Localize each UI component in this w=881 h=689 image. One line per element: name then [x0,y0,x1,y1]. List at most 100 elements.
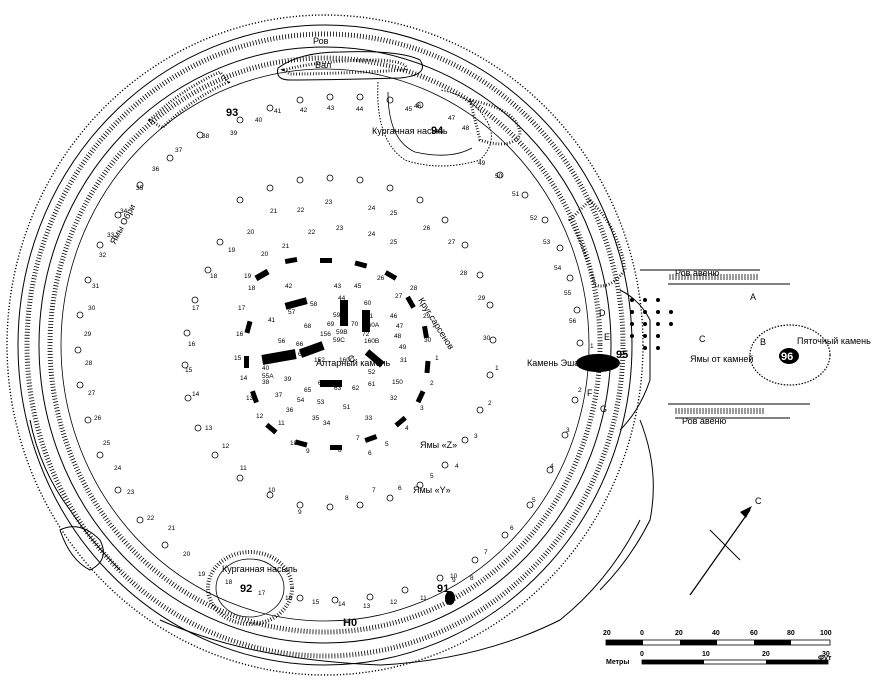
trilithon-number: 53 [317,399,325,406]
letter-c-north: C [348,354,355,364]
ditch-label: Ров [313,36,329,46]
bluestone-number: 2 [430,380,434,387]
bluestone-number: 15 [234,355,242,362]
bluestone-number: 49 [399,344,407,351]
map-labels: Ров Вал Курганная насыпь Курганная насып… [108,36,871,574]
aubrey-number: 51 [512,191,520,198]
letter-d: D [599,308,606,318]
letter-a: A [750,292,756,302]
bluestone-number: 35 [312,415,320,422]
letter-e: E [604,332,610,342]
aubrey-number: 28 [85,360,93,367]
bluestone-number: 10 [290,440,298,447]
trilithon-number: 64 [318,380,326,387]
y-hole-number: 11 [240,465,247,472]
letter-c: C [699,334,706,344]
y-hole-number: 12 [222,443,230,450]
station-h0: H0 [343,617,357,629]
slaughter-stone-label: Камень Эшафот [527,358,596,368]
trilithon-number: 52 [368,369,376,376]
bluestone-number: 33 [365,415,373,422]
bluestone-number: 19 [244,273,252,280]
y-hole-number: 23 [325,199,333,206]
aubrey-number: 7 [484,549,488,556]
trilithon-number: 71 [366,313,374,320]
avenue-ditch-south-label: Ров авеню [682,416,727,426]
y-hole-number: 14 [192,391,200,398]
aubrey-number: 12 [390,599,398,606]
feet-tick: 80 [787,630,795,637]
trilithon-number: 67 [298,351,306,358]
feet-tick: 0 [640,630,644,637]
heel-stone-label: Пяточный камень [797,336,871,346]
trilithon-number: 57 [288,309,296,316]
station-94: 94 [431,125,444,137]
bluestone-number: 28 [410,285,418,292]
barrow-south-label: Курганная насыпь [222,564,298,574]
trilithon-number: 160C [339,357,355,364]
bluestone-number: 6 [368,450,372,457]
aubrey-number: 6 [510,525,514,532]
y-hole-number: 24 [368,205,376,212]
trilithon-number: 63 [334,385,342,392]
bluestone-number: 25 [390,239,398,246]
aubrey-number: 5 [532,497,536,504]
trilithon-number: 156 [320,331,331,338]
aubrey-number: 4 [550,463,554,470]
y-hole-number: 6 [398,485,402,492]
aubrey-number: 21 [168,525,176,532]
trilithon-numbers: 51 52 53 54 55A 56 57 58 59A 59B 59C 60 … [262,300,403,411]
aubrey-number: 1 [590,343,594,350]
station-numbers: 93 94 95 96 91 92 H0 [226,107,793,629]
feet-tick: 20 [675,630,683,637]
bluestone-number: 21 [282,243,290,250]
aubrey-number: 29 [84,331,92,338]
slaughter-stone-shape [576,354,620,372]
aubrey-number: 23 [127,489,135,496]
y-hole-number: 8 [345,495,349,502]
aubrey-number: 3 [566,427,570,434]
y-hole-number: 5 [430,473,434,480]
feet-tick: 20 [603,630,611,637]
aubrey-number: 26 [94,415,102,422]
aubrey-number: 24 [114,465,122,472]
aubrey-number: 36 [152,166,160,173]
bluestone-number: 3 [420,405,424,412]
bluestone-number: 29 [423,313,431,320]
letter-g: G [600,404,607,414]
avenue-stone-holes [630,298,673,350]
avenue-ditch-north-label: Ров авеню [675,268,720,278]
hole-markers [74,93,584,604]
aubrey-number: 34 [120,208,128,215]
station-92: 92 [240,583,252,595]
station-91: 91 [437,583,449,595]
aubrey-number: 40 [255,117,263,124]
altar-stone-label: Алтарный камень [316,358,391,368]
aubrey-number: 20 [183,551,191,558]
aubrey-numbers: 1 2 3 4 5 6 7 8 9 10 11 12 13 14 15 16 1… [84,103,594,610]
bluestone-number: 36 [286,407,294,414]
trilithon-number: 65 [304,387,312,394]
bluestone-number: 4 [405,425,409,432]
y-hole-number: 1 [495,365,499,372]
aubrey-number: 32 [99,252,107,259]
trilithon-number: 59B [336,329,348,336]
aubrey-number: 8 [470,575,474,582]
station-96: 96 [781,351,793,363]
bluestone-number: 1 [435,355,439,362]
bluestone-number: 13 [246,395,254,402]
bluestone-number: 17 [238,305,246,312]
trilithon-number: 59A [333,312,345,319]
aubrey-number: 49 [478,160,486,167]
letter-b: B [760,337,766,347]
aubrey-number: 16 [285,595,293,602]
bluestone-number: 22 [308,229,316,236]
bluestone-number: 27 [395,293,403,300]
y-hole-number: 3 [474,433,478,440]
bluestone-number: 14 [240,375,248,382]
aubrey-number: 52 [530,215,538,222]
bluestone-number: 46 [390,313,398,320]
aubrey-number: 15 [312,599,320,606]
aubrey-number: 55 [564,290,572,297]
sarsen-circle-label: Круг сарсенов [416,296,456,352]
